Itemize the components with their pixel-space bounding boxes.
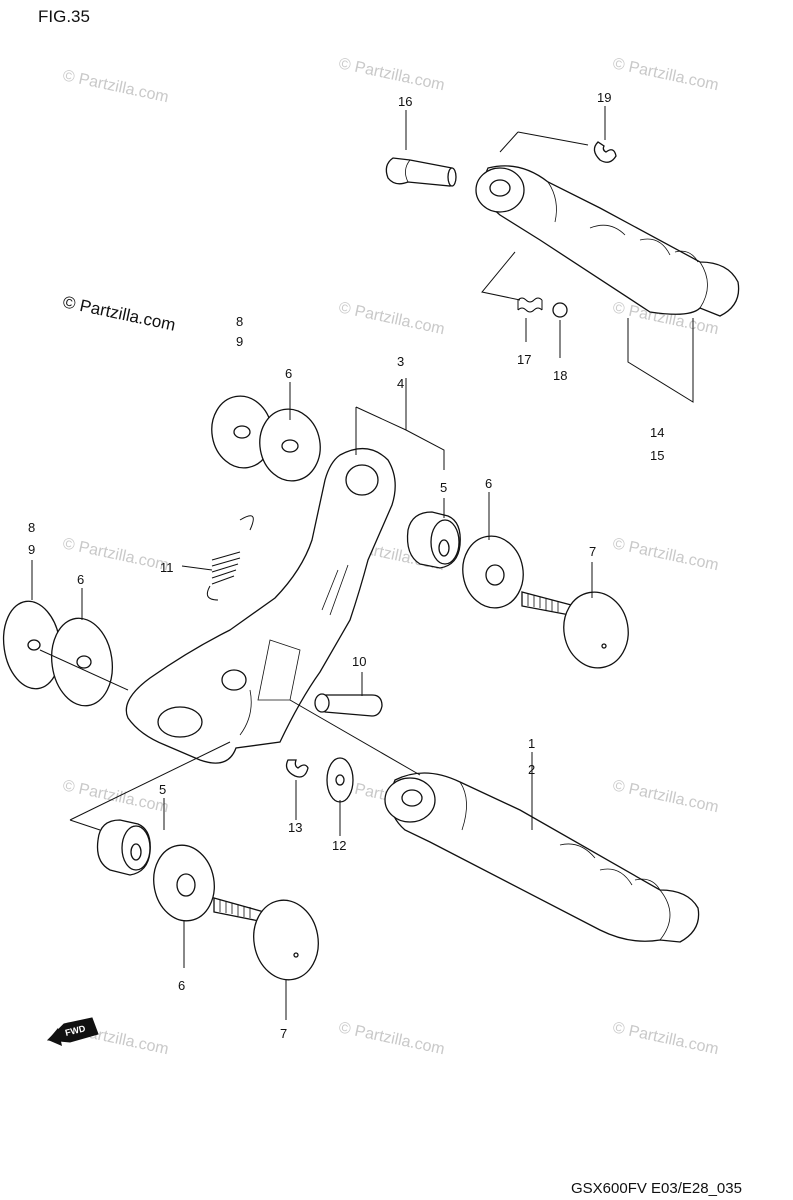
watermark: © Partzilla.com [337,1019,446,1058]
callout-8: 8 [236,314,243,329]
callout-11: 11 [160,560,174,575]
watermark: © Partzilla.com [611,55,720,94]
callouts: 16 19 8 9 17 18 3 4 6 14 15 5 6 8 9 7 11… [28,90,664,1041]
pin-10 [314,693,383,717]
callout-8: 8 [28,520,35,535]
bolt-7-upper [521,591,629,669]
callout-15: 15 [650,448,664,463]
bolt-7-lower [213,897,319,981]
callout-6: 6 [285,366,292,381]
leader-lines [31,106,606,1020]
callout-17: 17 [517,352,531,367]
callout-14: 14 [650,425,664,440]
footpeg-1-2 [384,772,700,943]
spring-11 [206,515,254,601]
callout-7: 7 [589,544,596,559]
washers-left [2,600,129,707]
callout-9: 9 [236,334,243,349]
clip-19 [593,141,617,163]
washer-6-right [462,535,524,609]
fwd-label: FWD [64,1023,87,1038]
washers-upper-6 [211,395,321,482]
callout-7: 7 [280,1026,287,1041]
washer-6-lower [153,844,215,922]
ball-18 [552,302,568,318]
callout-5: 5 [159,782,166,797]
callout-6: 6 [178,978,185,993]
watermark: © Partzilla.com [61,777,170,816]
figure-title: FIG.35 [38,7,90,26]
fwd-arrow-icon: FWD [46,1017,99,1046]
callout-13: 13 [288,820,302,835]
watermark: © Partzilla.com [61,67,170,106]
footpeg-14-15 [475,165,740,317]
callout-16: 16 [398,94,412,109]
callout-18: 18 [553,368,567,383]
callout-9: 9 [28,542,35,557]
clip-13 [285,759,309,778]
callout-2: 2 [528,762,535,777]
footrest-bracket [125,448,396,764]
watermark: © Partzilla.com [337,55,446,94]
watermark: © Partzilla.com [61,535,170,574]
spring-17 [517,297,543,313]
callout-10: 10 [352,654,366,669]
collar-5-lower [96,819,151,876]
pin-16 [385,157,457,187]
footer-code: GSX600FV E03/E28_035 [571,1180,742,1197]
watermark: © Partzilla.com [611,777,720,816]
callout-6: 6 [77,572,84,587]
watermark: © Partzilla.com [337,299,446,338]
callout-1: 1 [528,736,535,751]
washer-12 [326,757,354,803]
callout-12: 12 [332,838,346,853]
callout-4: 4 [397,376,404,391]
watermark: © Partzilla.com [611,535,720,574]
watermark: © Partzilla.com [611,1019,720,1058]
callout-3: 3 [397,354,404,369]
copyright-mark: © Partzilla.com [61,292,177,334]
callout-5: 5 [440,480,447,495]
collar-5-upper [406,511,461,569]
callout-19: 19 [597,90,611,105]
rear-footpeg-assembly [385,131,740,403]
callout-6: 6 [485,476,492,491]
